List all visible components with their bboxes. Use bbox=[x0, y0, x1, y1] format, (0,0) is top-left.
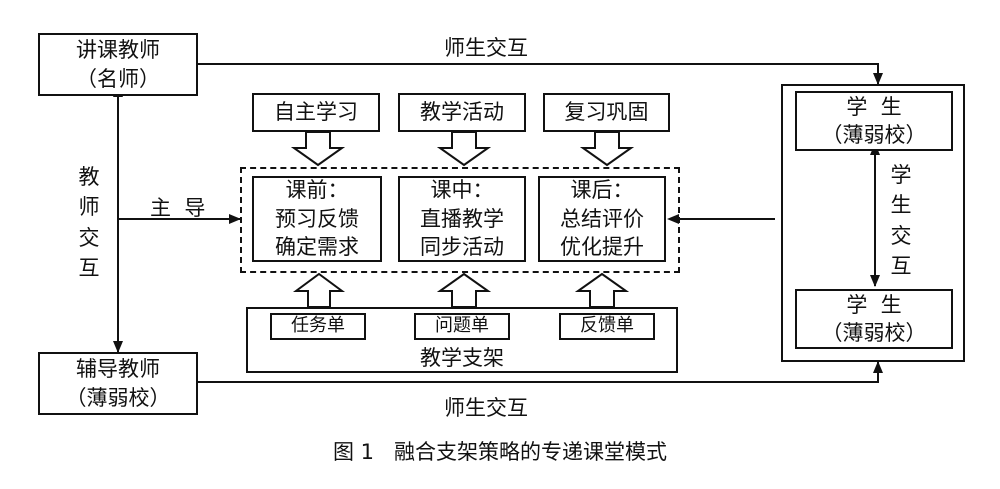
lecture-teacher-box: 讲课教师 （名师） bbox=[38, 33, 198, 96]
scaffold-container bbox=[246, 307, 678, 373]
phase-before-title: 课前： bbox=[285, 178, 349, 203]
review-box: 复习巩固 bbox=[543, 93, 670, 132]
bottom-interaction-arrow bbox=[185, 361, 883, 387]
review-label: 复习巩固 bbox=[564, 100, 649, 125]
figure-caption: 图 1 融合支架策略的专递课堂模式 bbox=[332, 440, 668, 464]
phase-after-title: 课后： bbox=[570, 178, 634, 203]
phase-after-box: 课后： 总结评价 优化提升 bbox=[538, 176, 666, 262]
tutor-teacher-subtitle: （薄弱校） bbox=[65, 385, 171, 410]
student-box-top: 学 生 （薄弱校） bbox=[795, 91, 953, 151]
question-sheet-box: 问题单 bbox=[414, 313, 510, 340]
students-frame bbox=[781, 84, 965, 362]
student-interaction-char: 互 bbox=[890, 254, 912, 279]
phase-after-line2: 优化提升 bbox=[560, 235, 644, 260]
self-study-label: 自主学习 bbox=[274, 100, 358, 125]
up-hollow-arrow-1 bbox=[292, 272, 346, 308]
student-bottom-title: 学 生 bbox=[846, 292, 902, 317]
student-interaction-char: 学 bbox=[890, 163, 912, 187]
up-hollow-arrow-3 bbox=[574, 272, 630, 308]
question-sheet-label: 问题单 bbox=[435, 315, 489, 337]
phase-before-line1: 预习反馈 bbox=[275, 206, 359, 231]
student-top-title: 学 生 bbox=[846, 94, 902, 119]
student-interaction-label: 学 生 交 互 bbox=[889, 160, 913, 282]
student-box-bottom: 学 生 （薄弱校） bbox=[795, 289, 953, 349]
phase-during-line2: 同步活动 bbox=[420, 235, 504, 260]
student-top-subtitle: （薄弱校） bbox=[821, 123, 927, 147]
self-study-box: 自主学习 bbox=[252, 93, 380, 132]
task-sheet-label: 任务单 bbox=[291, 315, 345, 337]
teaching-activity-box: 教学活动 bbox=[398, 93, 526, 132]
teacher-interaction-label: 教 师 交 互 bbox=[77, 162, 101, 284]
top-interaction-arrow bbox=[185, 59, 883, 85]
feedback-sheet-box: 反馈单 bbox=[559, 313, 655, 340]
student-bottom-subtitle: （薄弱校） bbox=[821, 321, 927, 345]
scaffold-title: 教学支架 bbox=[420, 346, 504, 370]
task-sheet-box: 任务单 bbox=[270, 313, 366, 340]
down-hollow-arrow-1 bbox=[290, 131, 346, 167]
student-interaction-char: 交 bbox=[890, 223, 912, 248]
tutor-teacher-box: 辅导教师 （薄弱校） bbox=[38, 352, 198, 415]
phase-during-line1: 直播教学 bbox=[420, 206, 504, 231]
teacher-interaction-char: 交 bbox=[78, 225, 100, 250]
tutor-teacher-title: 辅导教师 bbox=[76, 357, 160, 382]
phase-during-title: 课中： bbox=[430, 178, 494, 203]
phase-during-box: 课中： 直播教学 同步活动 bbox=[398, 176, 526, 262]
teaching-activity-label: 教学活动 bbox=[420, 100, 504, 125]
lecture-teacher-title: 讲课教师 bbox=[76, 38, 160, 63]
lead-label: 主 导 bbox=[150, 196, 206, 220]
up-hollow-arrow-2 bbox=[436, 272, 492, 308]
teacher-interaction-char: 师 bbox=[78, 195, 100, 220]
down-hollow-arrow-3 bbox=[579, 131, 635, 167]
teacher-interaction-char: 教 bbox=[78, 165, 100, 189]
phase-before-line2: 确定需求 bbox=[275, 235, 359, 260]
down-hollow-arrow-2 bbox=[436, 131, 492, 167]
phases-container bbox=[240, 167, 680, 273]
teacher-interaction-char: 互 bbox=[78, 256, 100, 281]
student-interaction-char: 生 bbox=[890, 193, 912, 218]
bottom-interaction-label: 师生交互 bbox=[444, 396, 528, 420]
feedback-sheet-label: 反馈单 bbox=[580, 315, 634, 337]
phase-after-line1: 总结评价 bbox=[560, 206, 644, 231]
lecture-teacher-subtitle: （名师） bbox=[76, 66, 160, 91]
top-interaction-label: 师生交互 bbox=[444, 36, 528, 60]
phase-before-box: 课前： 预习反馈 确定需求 bbox=[252, 176, 382, 262]
